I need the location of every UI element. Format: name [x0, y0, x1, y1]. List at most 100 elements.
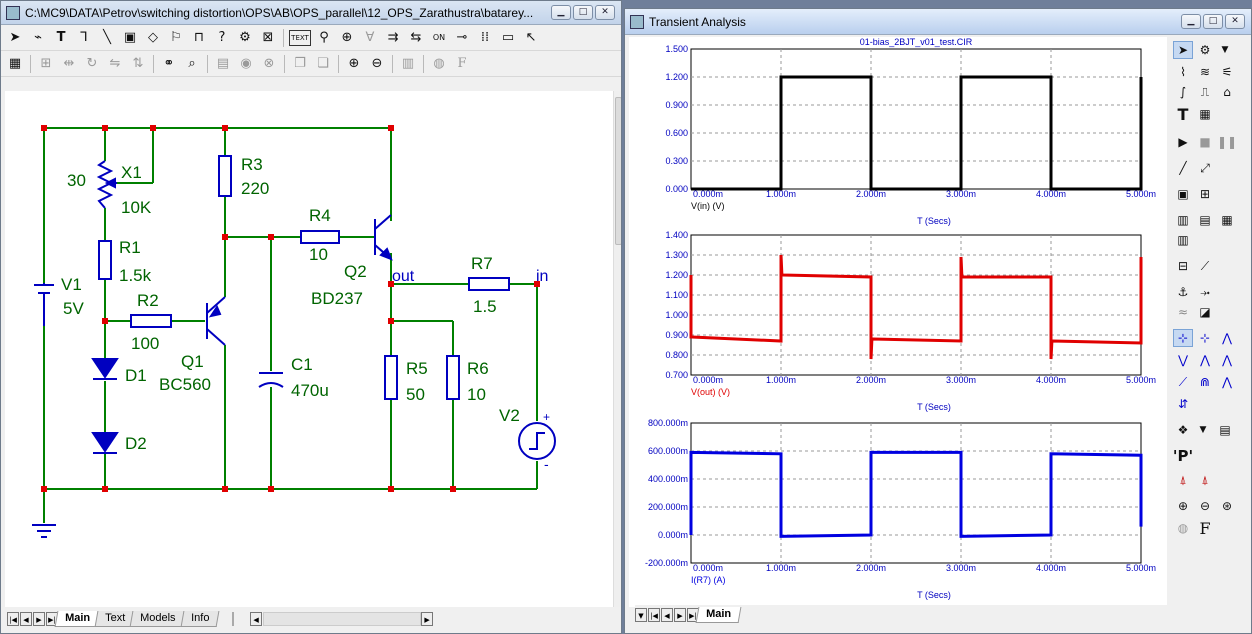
minimize-button[interactable]: ▁ — [551, 5, 571, 20]
border-icon[interactable]: ▭ — [501, 30, 515, 45]
schematic-hscroll-track[interactable] — [263, 612, 422, 626]
next-page-button[interactable]: ▶ — [33, 612, 45, 626]
globe-icon[interactable]: ◍ — [433, 56, 445, 71]
r2-body[interactable] — [130, 314, 172, 328]
valley-tool-icon[interactable]: ⊹ — [1199, 331, 1211, 345]
waveform-5-icon[interactable]: ⎍ — [1200, 84, 1210, 99]
on-icon[interactable]: ON — [432, 33, 446, 42]
mirror-icon[interactable]: ⇹ — [63, 56, 75, 71]
hscroll-left-button[interactable]: ◀ — [250, 612, 263, 626]
zoom-out-tool-icon[interactable]: ⊖ — [1199, 499, 1211, 513]
p-tag-icon[interactable]: 'P' — [1172, 447, 1194, 465]
tokens-icon[interactable]: ⟋ — [1200, 258, 1210, 273]
find-icon[interactable]: ⚭ — [163, 56, 175, 71]
v2-source[interactable] — [518, 422, 556, 460]
properties-icon[interactable]: ▦ — [8, 56, 22, 71]
copy-icon[interactable]: ❐ — [294, 56, 306, 71]
analysis-maximize-button[interactable]: □ — [1203, 14, 1223, 29]
maximize-button[interactable]: □ — [573, 5, 593, 20]
attribute-icon[interactable]: ⚲ — [319, 30, 329, 45]
select-mode-icon[interactable]: ➤ — [9, 30, 21, 45]
diagonal-wire-icon[interactable]: ╲ — [103, 30, 111, 45]
properties-tool-icon[interactable]: ▦ — [1199, 107, 1211, 121]
select-tool-icon[interactable]: ➤ — [1173, 41, 1193, 59]
node-numbers-icon[interactable]: ⊕ — [341, 30, 353, 45]
slope-tool-icon[interactable]: ⟋ — [1178, 374, 1188, 389]
frame-icon[interactable]: ▣ — [1177, 187, 1189, 201]
analysis-next-page-button[interactable]: ▶ — [674, 608, 686, 622]
tab-info[interactable]: Info — [180, 611, 220, 627]
binoculars-icon[interactable]: ⌕ — [188, 56, 196, 71]
tag-right-icon[interactable]: ⍋ — [1201, 472, 1209, 487]
camera-icon[interactable]: ▥ — [401, 56, 415, 71]
stop-icon[interactable]: ⊠ — [262, 30, 274, 45]
hscroll-right-button[interactable]: ▶ — [421, 612, 434, 626]
schematic-vscroll[interactable] — [613, 91, 621, 607]
analysis-titlebar[interactable]: Transient Analysis ▁ □ ✕ — [625, 9, 1251, 35]
help-icon[interactable]: ? — [218, 30, 226, 45]
cursor-mode-4-icon[interactable]: ◪ — [1199, 305, 1211, 319]
numeric-output-icon[interactable]: ▤ — [1219, 423, 1231, 437]
paste-icon[interactable]: ❏ — [317, 56, 329, 71]
r1-body[interactable] — [98, 240, 112, 280]
diag-tool-icon[interactable]: ⤢ — [1200, 160, 1210, 175]
top-tool-icon[interactable]: ⋒ — [1199, 375, 1211, 389]
go-x-icon[interactable]: ⇵ — [1177, 397, 1189, 411]
q2-transistor[interactable] — [374, 214, 393, 261]
stop-run-icon[interactable]: ■ — [1199, 135, 1211, 149]
high-tool-icon[interactable]: ⋀ — [1222, 331, 1232, 345]
grid-minor-icon[interactable]: ▥ — [1177, 233, 1189, 247]
font-icon[interactable]: F — [457, 56, 467, 71]
voltage-icon[interactable]: ∀ — [365, 30, 375, 45]
waveform-1-icon[interactable]: ⌇ — [1180, 65, 1186, 79]
r4-body[interactable] — [300, 230, 340, 244]
waveform-3-icon[interactable]: ⚟ — [1221, 65, 1233, 79]
first-page-button[interactable]: |◀ — [7, 612, 19, 626]
grid-tool-icon[interactable]: ⊞ — [1199, 187, 1211, 201]
r3-body[interactable] — [218, 155, 232, 197]
grid-v-icon[interactable]: ▦ — [1221, 213, 1233, 227]
pin-icon[interactable]: ⊸ — [456, 30, 468, 45]
font-tool-icon[interactable]: F — [1199, 518, 1211, 538]
analysis-close-button[interactable]: ✕ — [1225, 14, 1245, 29]
run-icon[interactable]: ▶ — [1178, 135, 1188, 149]
close-button[interactable]: ✕ — [595, 5, 615, 20]
wire-mode-icon[interactable]: ⅂ — [80, 30, 88, 45]
zoom-in-tool-icon[interactable]: ⊕ — [1177, 499, 1189, 513]
graphics-icon[interactable]: ▣ — [123, 30, 137, 45]
r7-body[interactable] — [468, 277, 510, 291]
schematic-canvas[interactable]: 30 X1 10K R1 1.5k R2 100 R3 220 R4 10 R5… — [5, 91, 613, 607]
d2-symbol[interactable] — [91, 432, 119, 453]
analysis-first-page-button[interactable]: |◀ — [648, 608, 660, 622]
grid-fine-icon[interactable]: ▥ — [1177, 213, 1189, 227]
cursor-mode-3-icon[interactable]: ≈ — [1177, 305, 1189, 319]
text-tool-icon[interactable]: T — [1177, 104, 1189, 124]
r6-body[interactable] — [446, 355, 460, 400]
bottom-tool-icon[interactable]: ⋀ — [1222, 375, 1232, 389]
rotate-icon[interactable]: ↻ — [86, 56, 98, 71]
tab-main[interactable]: Main — [54, 611, 101, 627]
cursor-mode-1-icon[interactable]: ⚓ — [1177, 285, 1189, 299]
flip-h-icon[interactable]: ⇋ — [109, 56, 121, 71]
current-icon[interactable]: ⇉ — [387, 30, 399, 45]
schematic-titlebar[interactable]: C:\MC9\DATA\Petrov\switching distortion\… — [1, 1, 621, 25]
v1-battery[interactable] — [34, 283, 54, 326]
tab-models[interactable]: Models — [129, 611, 187, 627]
grid-h-icon[interactable]: ▤ — [1199, 213, 1211, 227]
grid-icon[interactable]: ⁞⁞ — [480, 30, 490, 45]
pause-icon[interactable]: ❚❚ — [1216, 135, 1238, 149]
line-tool-icon[interactable]: ╱ — [1179, 161, 1187, 175]
global-high-icon[interactable]: ⋀ — [1222, 353, 1232, 367]
zoom-fit-icon[interactable]: ⊛ — [1221, 499, 1233, 513]
x1-potentiometer[interactable] — [96, 160, 117, 209]
tag-left-icon[interactable]: ⍋ — [1179, 472, 1187, 487]
cancel-icon[interactable]: ⊗ — [263, 56, 275, 71]
peak-tool-icon[interactable]: ⊹ — [1173, 329, 1193, 347]
d1-symbol[interactable] — [91, 358, 119, 379]
analysis-dropdown-button[interactable]: ▼ — [635, 608, 647, 622]
globe-tool-icon[interactable]: ◍ — [1177, 521, 1189, 535]
scale-tool-icon[interactable]: ⚙ — [1199, 43, 1211, 57]
cursor-mode-2-icon[interactable]: ⤞ — [1200, 284, 1210, 299]
text-toggle-icon[interactable]: TEXT — [289, 29, 311, 46]
